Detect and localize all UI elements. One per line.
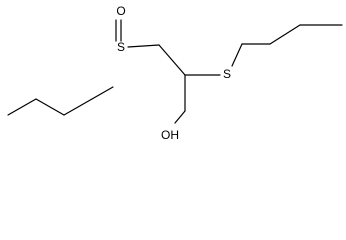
bond-left-butyl-c1-c2 (7, 98, 37, 116)
bond-thioether-s-to-right-butyl (231, 43, 243, 67)
hydroxyl-label: OH (161, 128, 179, 142)
bond-ch2-to-hydroxyl (174, 110, 186, 124)
bond-sulfoxide-s-to-ch2 (127, 44, 160, 48)
bond-left-butyl-to-sulfoxide-s (91, 86, 114, 100)
bond-left-butyl-c2-c3 (35, 98, 65, 116)
molecule-structure-diagram: O S S OH (7, 4, 343, 142)
bond-ch2-to-ch (158, 44, 186, 76)
sulfoxide-oxygen-label: O (116, 4, 125, 18)
bond-left-butyl-c3-c4 (63, 98, 93, 116)
bond-right-butyl-c2-c3 (269, 24, 301, 45)
sulfoxide-sulfur-label: S (117, 40, 125, 54)
thioether-sulfur-label: S (223, 67, 231, 81)
